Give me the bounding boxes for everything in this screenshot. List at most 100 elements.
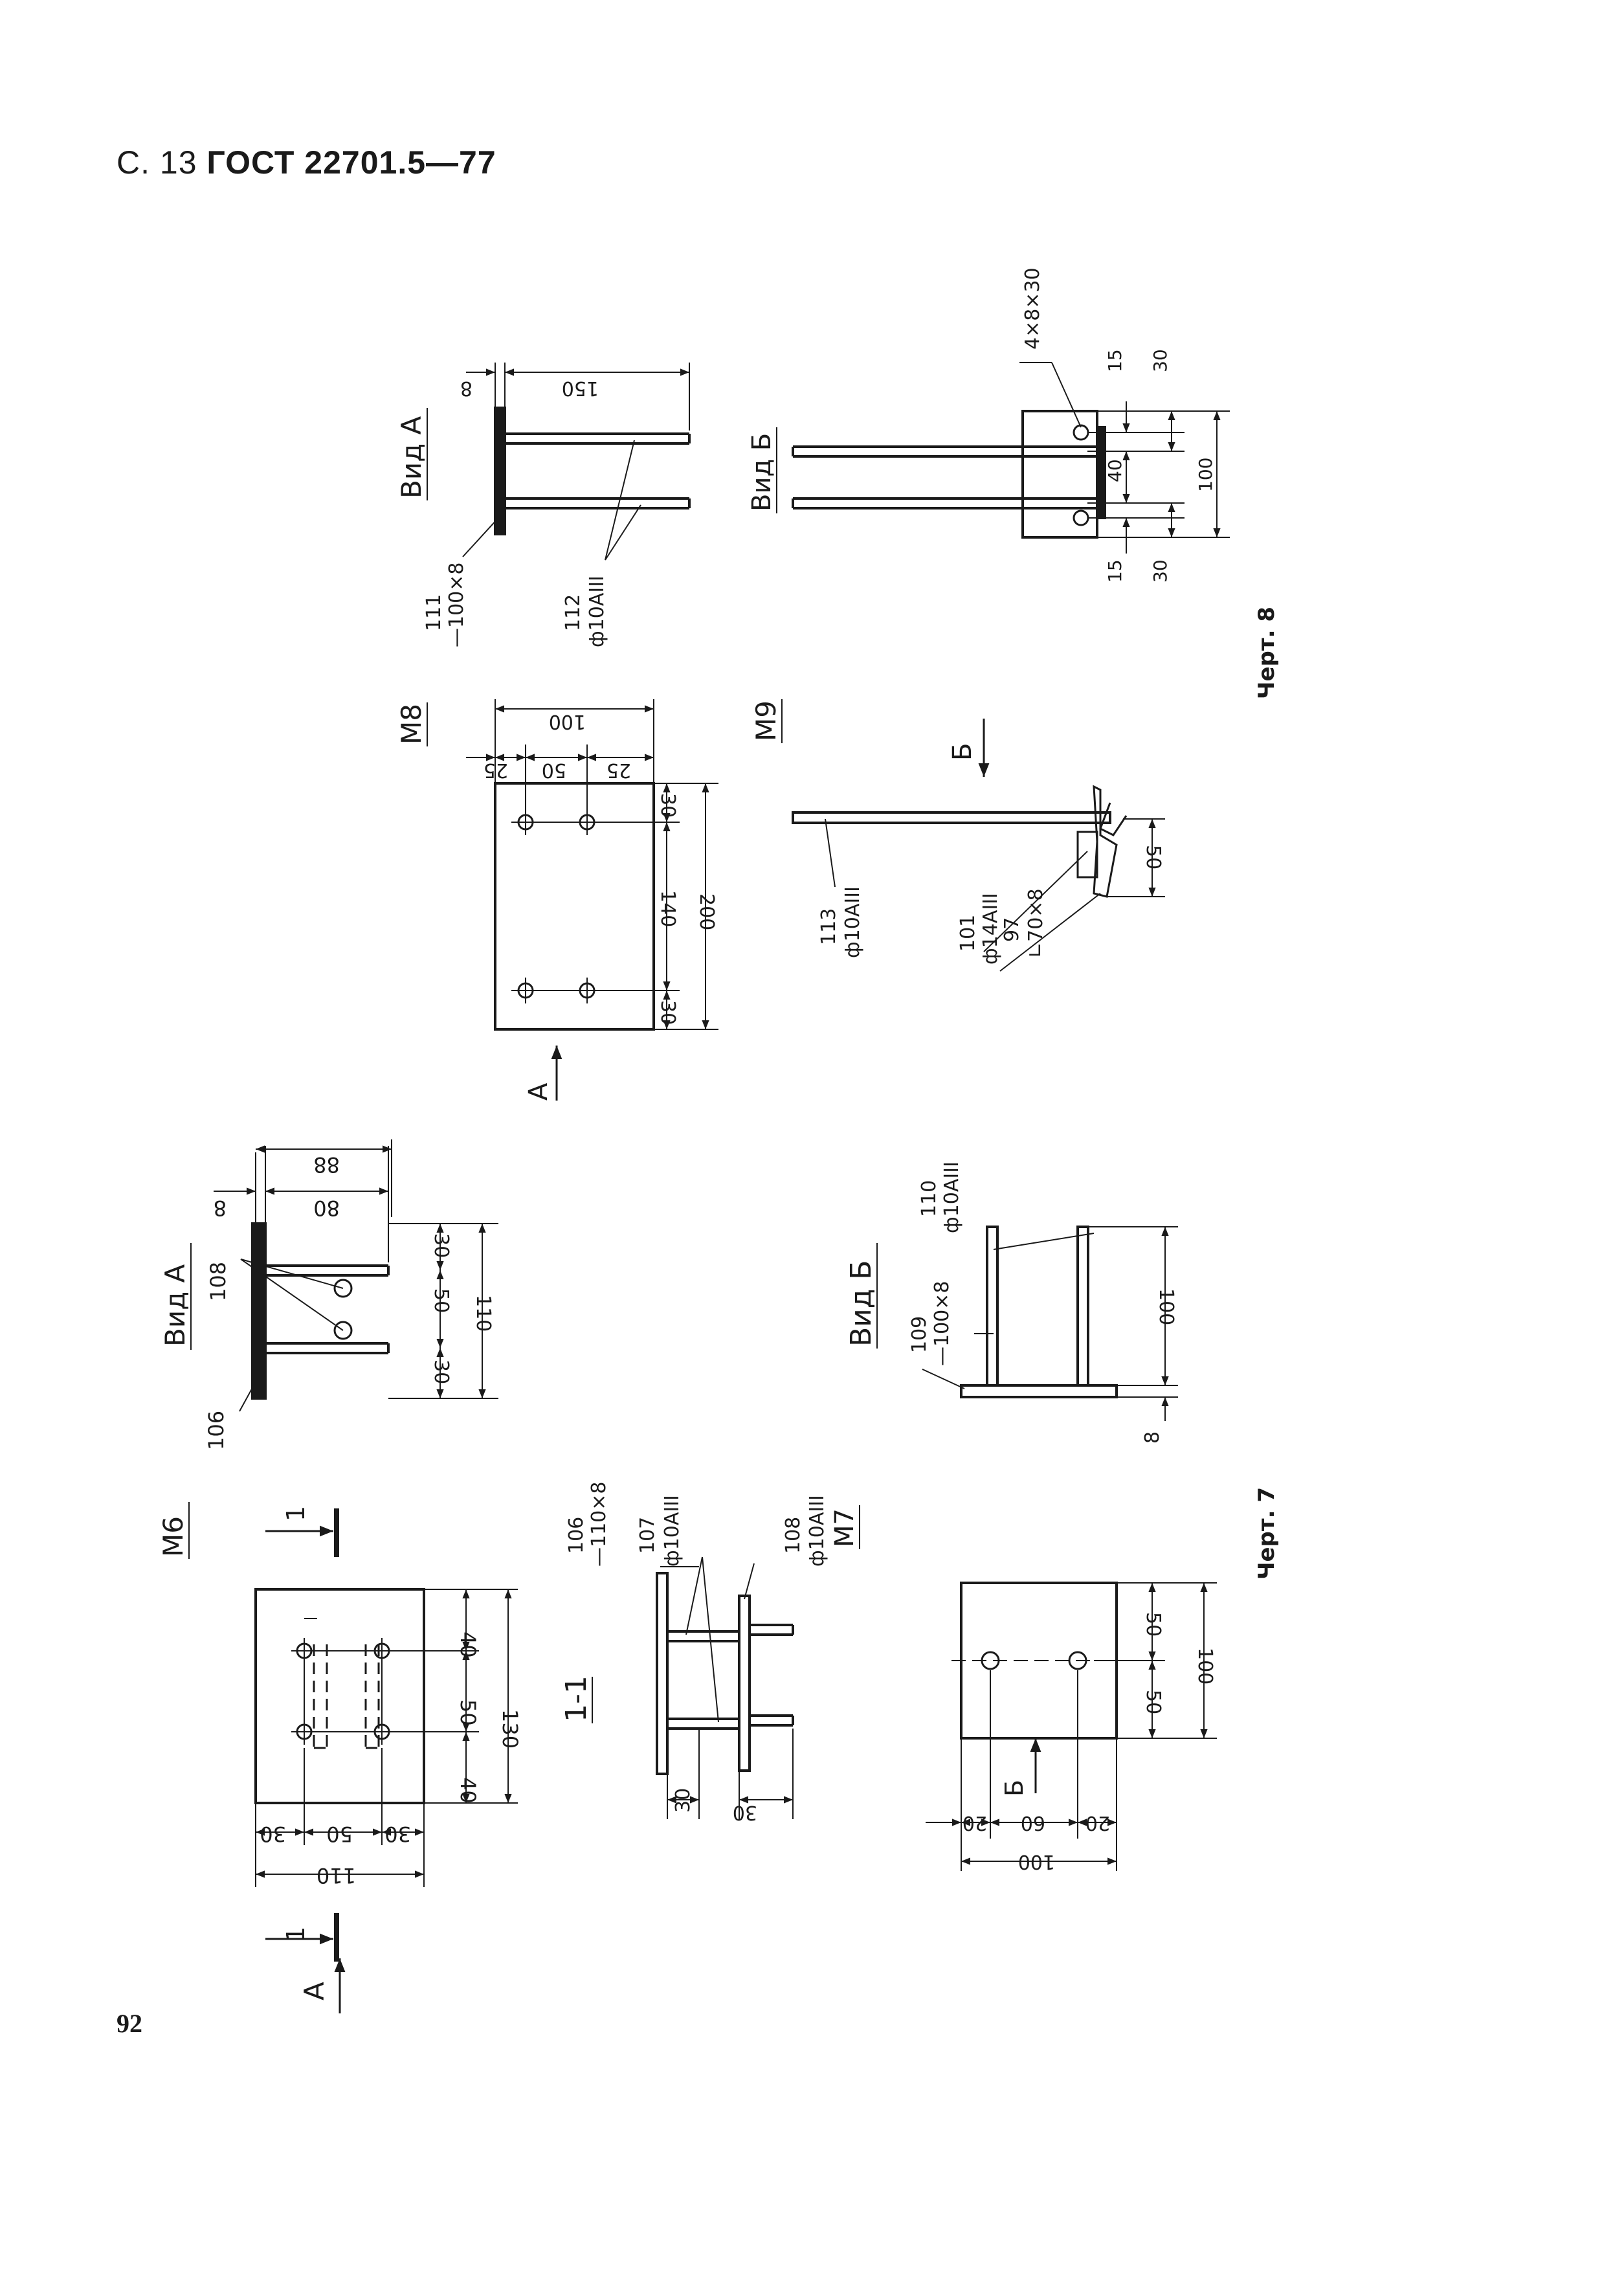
section-title: 1-1 [560, 1675, 593, 1722]
part-109-num: 109 [908, 1316, 931, 1353]
part-111-num: 111 [423, 594, 445, 631]
view-b-dim-8: 8 [1141, 1431, 1164, 1444]
m8-dim-t3: 25 [606, 759, 631, 781]
part-97-num: 97 [1001, 917, 1023, 942]
view-a-dim-88: 88 [313, 1152, 340, 1177]
view-b-dim-100: 100 [1155, 1288, 1177, 1325]
view-b-title-m7: Вид Б [845, 1260, 878, 1347]
view-b-dim-100-m9: 100 [1195, 458, 1216, 492]
mark-m7: М7 [830, 1508, 860, 1547]
part-113-spec: ф10АIII [841, 886, 864, 958]
m8-dim-t-total: 100 [549, 710, 586, 733]
weld-spec: 4×8×30 [1021, 267, 1044, 350]
part-108-spec: ф10АIII [806, 1495, 829, 1567]
view-b-dim-40: 40 [1104, 459, 1126, 482]
part-107-spec: ф10АIII [661, 1495, 684, 1567]
m6-dim-v-total: 130 [498, 1709, 522, 1749]
m9-dim-50: 50 [1142, 845, 1164, 869]
view-b-dim-15-top: 15 [1104, 349, 1126, 372]
section-1-1 [656, 1556, 794, 1819]
m6-labels: М6 1 1 А 40 50 40 130 30 50 30 110 [157, 1502, 522, 2000]
m9-assembly [792, 719, 1165, 972]
view-a-dim-8: 8 [214, 1196, 227, 1220]
mark-m9: М9 [750, 700, 782, 741]
m6-dim-h3: 30 [384, 1822, 411, 1846]
m7-dim-v1: 50 [1142, 1612, 1164, 1637]
section-dim-1: 30 [672, 1788, 695, 1813]
m8-plate [466, 699, 718, 1101]
view-a-m8-dim-8: 8 [460, 377, 473, 399]
view-b-dim-15-bottom: 15 [1104, 559, 1126, 583]
m9-view-b [792, 362, 1230, 554]
page-header: С. 13 ГОСТ 22701.5—77 [117, 144, 496, 181]
view-a-title-m8: Вид А [395, 416, 427, 498]
mark-m6: М6 [157, 1516, 189, 1557]
view-a-title-m6: Вид А [159, 1264, 191, 1347]
section-mark-bottom: 1 [282, 1927, 310, 1942]
standard-number: ГОСТ 22701.5—77 [206, 144, 496, 181]
mark-m8: М8 [395, 704, 427, 745]
part-106-num: 106 [565, 1517, 588, 1554]
part-108-label: 108 [206, 1262, 230, 1301]
view-a-arrow-label: А [298, 1982, 330, 2000]
part-113-num: 113 [818, 908, 840, 945]
page-label: С. 13 [117, 144, 197, 181]
caption-drawing-8: Черт. 8 [1254, 607, 1280, 699]
view-b-dim-30-top: 30 [1150, 349, 1171, 372]
m7-dim-h1: 20 [962, 1811, 987, 1834]
m8-dim-s3: 30 [656, 1000, 679, 1025]
part-108-num: 108 [782, 1517, 805, 1554]
m8-view-a [462, 363, 691, 561]
m8-dim-s1: 30 [656, 793, 679, 818]
view-b-title-m9: Вид Б [747, 433, 777, 511]
line-work [214, 362, 1230, 2013]
section-dim-2: 30 [733, 1801, 757, 1824]
view-a-dim-s1: 30 [430, 1233, 452, 1258]
m7-dim-h2: 60 [1021, 1811, 1045, 1834]
view-a-m8-dim-150: 150 [562, 377, 599, 399]
view-a-dim-s2: 50 [430, 1288, 452, 1313]
m6-dim-v3: 40 [456, 1777, 480, 1804]
view-a-arrow-label-m8: А [524, 1082, 553, 1101]
m8-dim-s2: 140 [656, 890, 679, 927]
m6-dim-v2: 50 [456, 1699, 480, 1726]
part-111-spec: —100×8 [445, 563, 468, 647]
m9-labels: М9 Б 113 ф10АIII 101 ф14АIII 97 ∟70×8 50… [747, 267, 1280, 965]
m6-dim-h2: 50 [326, 1822, 353, 1846]
part-112-spec: ф10АIII [586, 576, 608, 647]
m7-dim-v-total: 100 [1194, 1648, 1216, 1685]
m7-view-b [922, 1226, 1178, 1421]
view-a-dim-80: 80 [313, 1196, 340, 1220]
section-1-1-labels: 1-1 106 —110×8 107 ф10АIII 108 ф10АIII М… [560, 1482, 860, 1824]
part-101-num: 101 [957, 915, 979, 952]
part-106-label: 106 [204, 1411, 228, 1450]
m8-labels: М8 25 50 25 100 30 140 30 200 А Вид А 8 … [395, 377, 718, 1101]
part-109-spec: —100×8 [931, 1281, 953, 1366]
m6-plate [254, 1508, 518, 2013]
m6-view-a [214, 1139, 498, 1412]
view-b-arrow-label-m9: Б [948, 743, 977, 761]
part-110-spec: ф10АIII [940, 1161, 963, 1233]
view-b-dim-30-bottom: 30 [1150, 559, 1171, 583]
part-112-num: 112 [562, 594, 584, 631]
part-101-spec: ф14АIII [979, 893, 1002, 965]
m7-labels: 50 50 100 20 60 20 100 Б Вид Б 109 —100×… [845, 1161, 1280, 1873]
section-mark-top: 1 [282, 1506, 310, 1521]
part-97-spec: ∟70×8 [1025, 888, 1047, 958]
m8-dim-t2: 50 [542, 759, 566, 781]
m6-dim-h1: 30 [260, 1822, 286, 1846]
m8-dim-t1: 25 [484, 759, 508, 781]
view-a-dim-total: 110 [472, 1295, 495, 1332]
m8-dim-s-total: 200 [695, 893, 718, 930]
m6-dim-v1: 40 [456, 1631, 480, 1658]
part-106-spec: —110×8 [588, 1482, 610, 1567]
part-107-num: 107 [636, 1517, 659, 1554]
m6-view-a-labels: Вид А 108 106 8 80 88 30 50 30 110 [159, 1152, 495, 1450]
view-b-arrow-label-m7: Б [1000, 1780, 1029, 1797]
view-a-dim-s3: 30 [430, 1360, 452, 1384]
page-number: 92 [117, 2009, 142, 2038]
caption-drawing-7: Черт. 7 [1254, 1487, 1280, 1580]
m7-dim-h3: 20 [1085, 1811, 1110, 1834]
m7-dim-h-total: 100 [1018, 1850, 1055, 1873]
